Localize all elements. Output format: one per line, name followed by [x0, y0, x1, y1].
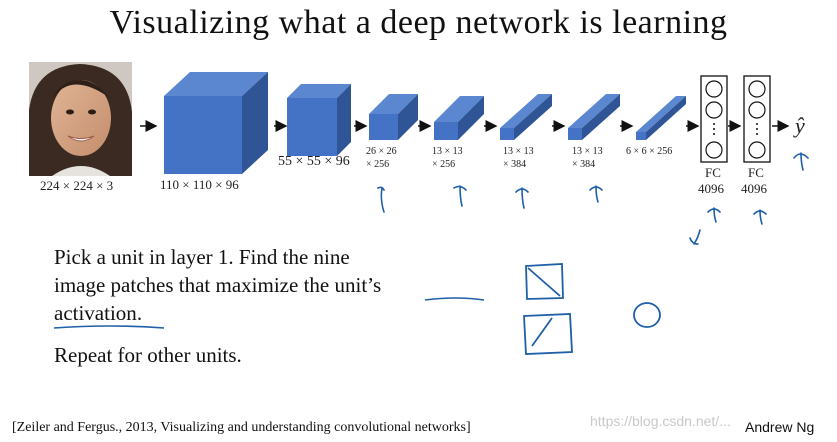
layer-label-4a: 13 × 13 — [432, 146, 463, 157]
layer-label-input: 224 × 224 × 3 — [40, 178, 113, 193]
conv-layer-2 — [287, 84, 351, 156]
slide-title: Visualizing what a deep network is learn… — [109, 4, 728, 41]
instruction-word-activation: activation — [54, 301, 137, 325]
layer-label-7: 6 × 6 × 256 — [626, 146, 672, 157]
pen-arrow-icon — [515, 187, 529, 209]
instruction-line-1: Pick a unit in layer 1. Find the nine — [54, 245, 350, 269]
pen-arrow-icon — [793, 152, 809, 171]
conv-layer-4 — [434, 96, 484, 140]
output-symbol: ŷ — [793, 113, 805, 138]
patch-sketch — [525, 263, 564, 300]
pen-arrow-icon — [753, 209, 767, 225]
fc-label-1b: 4096 — [698, 181, 725, 196]
conv-layer-7 — [636, 96, 686, 140]
layer-label-6b: × 384 — [572, 159, 595, 170]
instruction-line-2-pre: image patches that maximize the — [54, 273, 335, 297]
handwritten-patches — [523, 263, 661, 355]
layer-label-2: 55 × 55 × 96 — [278, 154, 350, 169]
fc-label-2a: FC — [748, 165, 764, 180]
pen-underline — [53, 325, 165, 329]
handwritten-arrows — [377, 152, 809, 245]
pen-arrow-icon — [707, 207, 721, 223]
layer-label-4b: × 256 — [432, 159, 455, 170]
pen-arrow-icon — [377, 186, 385, 213]
instruction-line-4: Repeat for other units. — [54, 343, 242, 367]
author-name: Andrew Ng — [745, 419, 815, 435]
conv-layer-5 — [500, 94, 552, 140]
pen-underline — [424, 297, 485, 301]
layer-label-5a: 13 × 13 — [503, 146, 534, 157]
layer-label-6a: 13 × 13 — [572, 146, 603, 157]
instruction-line-2: image patches that maximize the unit’s — [54, 270, 381, 300]
conv-layer-6 — [568, 94, 620, 140]
layer-label-3b: × 256 — [366, 159, 389, 170]
pen-arrow-icon — [689, 229, 701, 245]
fc-label-1a: FC — [705, 165, 721, 180]
conv-layer-1 — [164, 72, 268, 174]
instruction-line-3-post: . — [136, 301, 143, 325]
instruction-line-3: activation. — [54, 298, 142, 328]
pen-arrow-icon — [453, 185, 467, 207]
fc-layer-1 — [700, 75, 728, 163]
citation: [Zeiler and Fergus., 2013, Visualizing a… — [12, 420, 471, 435]
layer-label-3a: 26 × 26 — [366, 146, 397, 157]
instruction-word-unit: unit’s — [334, 273, 382, 297]
fc-layer-2 — [743, 75, 771, 163]
patch-sketch — [523, 313, 573, 355]
circle-sketch — [633, 302, 661, 328]
face-image — [29, 62, 132, 176]
layer-label-5b: × 384 — [503, 159, 526, 170]
layer-label-1: 110 × 110 × 96 — [160, 177, 239, 192]
fc-label-2b: 4096 — [741, 181, 768, 196]
conv-layer-3 — [369, 94, 418, 140]
pen-arrow-icon — [589, 185, 603, 203]
watermark: https://blog.csdn.net/... — [590, 413, 731, 429]
